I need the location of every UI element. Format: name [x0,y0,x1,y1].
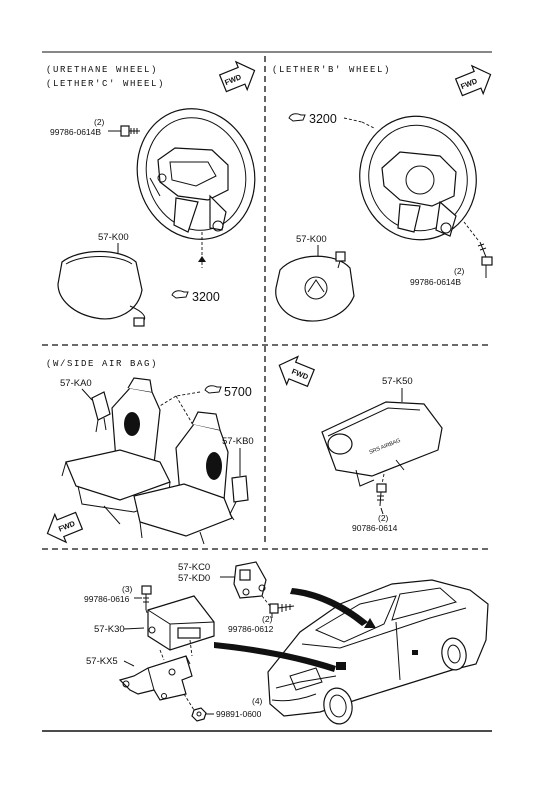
sensor-part-2: 57-KD0 [178,573,210,584]
airbag-module-icon [57,250,146,327]
unit-bolt-part: 99786-0616 [84,594,130,604]
bolt-part-number: 90786-0614 [352,523,398,533]
wheel-ref-number: 3200 [309,112,337,126]
section-borders [42,51,492,732]
nut-icon [191,707,207,722]
nut-part: 99891-0600 [216,709,262,719]
fwd-arrow-icon: FWD [46,511,84,544]
control-unit-part: 57-K30 [94,624,125,635]
section-passenger-bag: FWD 57-K50 SRS AIRBAG (2) 90786-0614 [278,355,443,533]
heading-lether-c-wheel: (LETHER'C' WHEEL) [46,79,165,89]
airbag-module-part: 57-K00 [296,234,327,245]
bolt-qty: (2) [378,513,389,523]
bolt-icon [141,585,152,610]
bolt-qty: (2) [454,266,465,276]
wheel-ref-callout: 3200 [171,290,220,304]
fwd-arrow-icon: FWD [278,355,315,388]
mounting-bracket-icon [118,655,193,701]
control-unit-icon [147,595,215,651]
heading-lether-b-wheel: (LETHER'B' WHEEL) [272,65,391,75]
seat-ref-number: 5700 [224,385,252,399]
steering-wheel-icon [136,108,256,240]
location-arrow-icon [214,642,336,672]
fwd-arrow-icon: FWD [218,60,256,93]
seat-ref-callout: 5700 [204,385,252,399]
right-side-bag-part: 57-KB0 [222,436,254,447]
bolt-icon [269,603,295,614]
fwd-arrow-icon: FWD [454,64,492,97]
right-seat-icon [133,411,233,545]
sensor-bolt-part: 99786-0612 [228,624,274,634]
bolt-part-number: 99786-0614B [50,127,101,137]
steering-wheel-icon [359,115,477,241]
bolt-qty: (2) [94,117,105,127]
bolt-icon [120,125,140,137]
passenger-airbag-module-icon: SRS AIRBAG [321,401,443,487]
left-side-bag-part: 57-KA0 [60,378,92,389]
passenger-bag-part: 57-K50 [382,376,413,387]
crash-sensor-icon [233,561,267,599]
heading-urethane-wheel: (URETHANE WHEEL) [46,65,158,75]
nut-qty: (4) [252,696,263,706]
airbag-module-icon [275,251,355,322]
side-airbag-module-icon [91,391,111,433]
left-seat-icon [61,377,171,525]
sensor-part-1: 57-KC0 [178,562,210,573]
bracket-part: 57-KX5 [86,656,118,667]
wheel-ref-callout: 3200 [288,112,337,126]
airbag-module-part: 57-K00 [98,232,129,243]
section-control-unit: 57-KC0 57-KD0 (2) 99786-0612 (3) 99786-0… [84,561,489,725]
unit-bolt-qty: (3) [122,584,133,594]
location-arrow-icon [290,588,368,626]
sensor-bolt-qty: (2) [262,614,273,624]
heading-side-air-bag: (W/SIDE AIR BAG) [46,359,158,369]
section-side-air-bag: (W/SIDE AIR BAG) 57-KA0 5700 [46,359,254,545]
bolt-icon [477,241,493,266]
bolt-icon [376,483,387,507]
vehicle-icon [267,579,489,725]
bolt-part-number: 99786-0614B [410,277,461,287]
wheel-ref-number: 3200 [192,290,220,304]
section-lether-b-wheel: (LETHER'B' WHEEL) FWD 3200 57-K00 [272,64,493,322]
side-airbag-module-icon [229,475,249,521]
section-urethane-wheel: (URETHANE WHEEL) (LETHER'C' WHEEL) FWD (… [46,60,256,327]
